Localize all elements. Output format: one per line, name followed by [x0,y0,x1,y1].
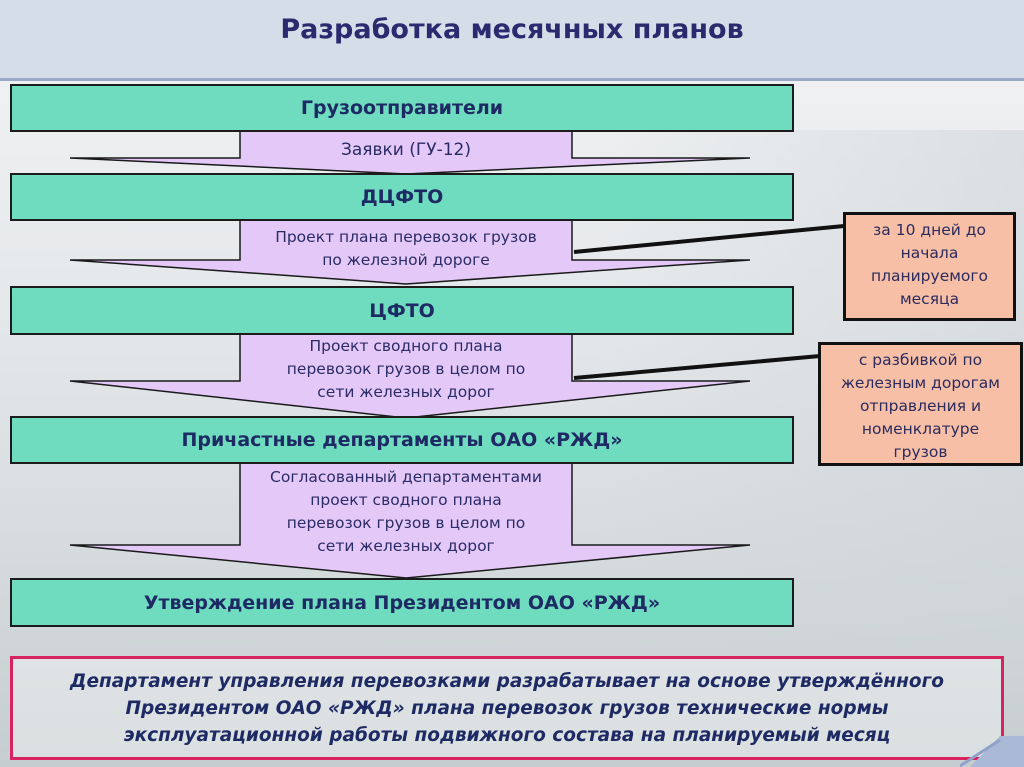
box-cfto: ЦФТО [10,286,794,335]
connector-breakdown [573,354,821,380]
note-line: отправления и [859,397,982,415]
footer-line: Департамент управления перевозками разра… [70,671,944,692]
arrow-label-line: сети железных дорог [317,383,495,401]
note-line: начала [900,244,959,262]
connector-deadline [573,224,845,254]
arrow-label-line: перевозок грузов в целом по [286,360,526,378]
note-line: номенклатуре [861,420,980,438]
arrow-label-agreed-draft: Согласованный департаментами проект свод… [240,466,572,558]
arrow-label-line: по железной дороге [322,251,490,269]
footer-summary: Департамент управления перевозками разра… [10,656,1004,760]
arrow-label-line: перевозок грузов в целом по [286,514,526,532]
box-shippers: Грузоотправители [10,84,794,132]
note-line: за 10 дней до [873,221,986,239]
arrow-label-requests: Заявки (ГУ-12) [340,140,472,160]
arrow-label-line: сети железных дорог [317,537,495,555]
note-breakdown: с разбивкой по железным дорогам отправле… [818,342,1023,466]
arrow-draft-road [69,219,751,285]
arrow-label-draft-network: Проект сводного плана перевозок грузов в… [240,335,572,404]
note-line: месяца [899,290,960,308]
note-line: грузов [893,443,948,461]
box-dcfto: ДЦФТО [10,173,794,221]
note-deadline: за 10 дней до начала планируемого месяца [843,212,1016,321]
arrow-label-line: Проект сводного плана [309,337,503,355]
page-title: Разработка месячных планов [280,14,744,45]
arrow-draft-network [69,332,751,419]
arrow-label-line: проект сводного плана [310,491,502,509]
note-line: с разбивкой по [858,351,983,369]
arrow-requests [69,129,751,175]
footer-line: Президентом ОАО «РЖД» плана перевозок гр… [125,698,889,719]
title-bar: Разработка месячных планов [0,0,1024,81]
box-approval: Утверждение плана Президентом ОАО «РЖД» [10,578,794,627]
note-line: планируемого [870,267,989,285]
arrow-agreed-draft [69,462,751,579]
arrow-label-draft-road: Проект плана перевозок грузов по железно… [240,226,572,272]
corner-decoration [960,736,1024,767]
footer-line: эксплуатационной работы подвижного соста… [123,725,891,746]
arrow-label-line: Проект плана перевозок грузов [275,228,537,246]
box-departments: Причастные департаменты ОАО «РЖД» [10,416,794,464]
note-line: железным дорогам [840,374,1001,392]
arrow-label-line: Согласованный департаментами [270,468,542,486]
